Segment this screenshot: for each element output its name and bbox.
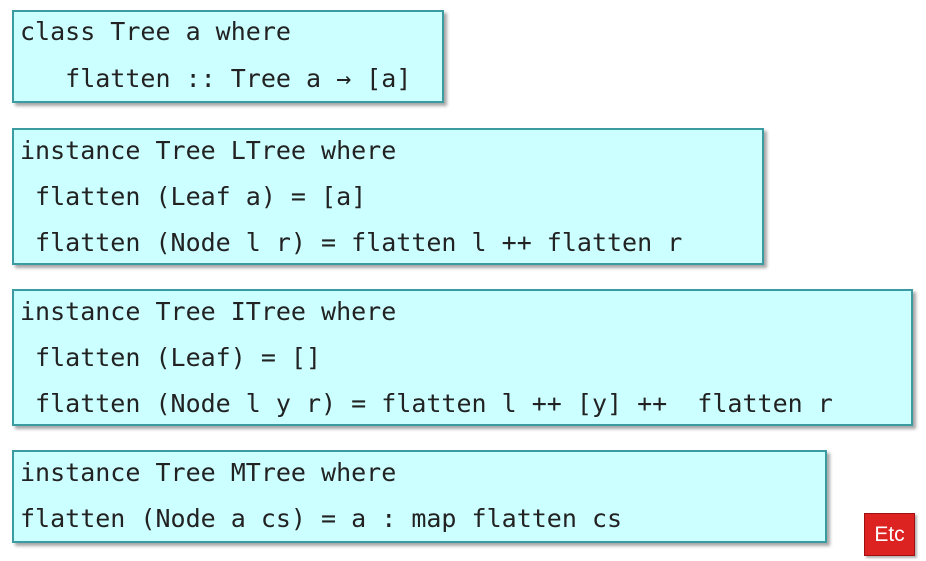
code-line: class Tree a where — [20, 17, 291, 46]
code-line: instance Tree LTree where — [20, 136, 397, 165]
code-line: flatten (Node l r) = flatten l ++ flatte… — [20, 228, 683, 257]
code-line: flatten :: Tree a → [a] — [20, 64, 412, 93]
code-block-instance-itree: instance Tree ITree where flatten (Leaf)… — [12, 289, 913, 426]
code-block-instance-mtree: instance Tree MTree where flatten (Node … — [12, 450, 827, 543]
code-block-class-tree: class Tree a where flatten :: Tree a → [… — [12, 10, 444, 103]
code-line: instance Tree MTree where — [20, 458, 397, 487]
code-block-instance-ltree: instance Tree LTree where flatten (Leaf … — [12, 128, 764, 265]
code-line: flatten (Node l y r) = flatten l ++ [y] … — [20, 389, 833, 418]
code-line: flatten (Leaf) = [] — [20, 343, 322, 372]
code-line: instance Tree ITree where — [20, 297, 397, 326]
code-line: flatten (Node a cs) = a : map flatten cs — [20, 504, 623, 533]
code-line: flatten (Leaf a) = [a] — [20, 182, 367, 211]
etc-button[interactable]: Etc — [864, 513, 915, 556]
